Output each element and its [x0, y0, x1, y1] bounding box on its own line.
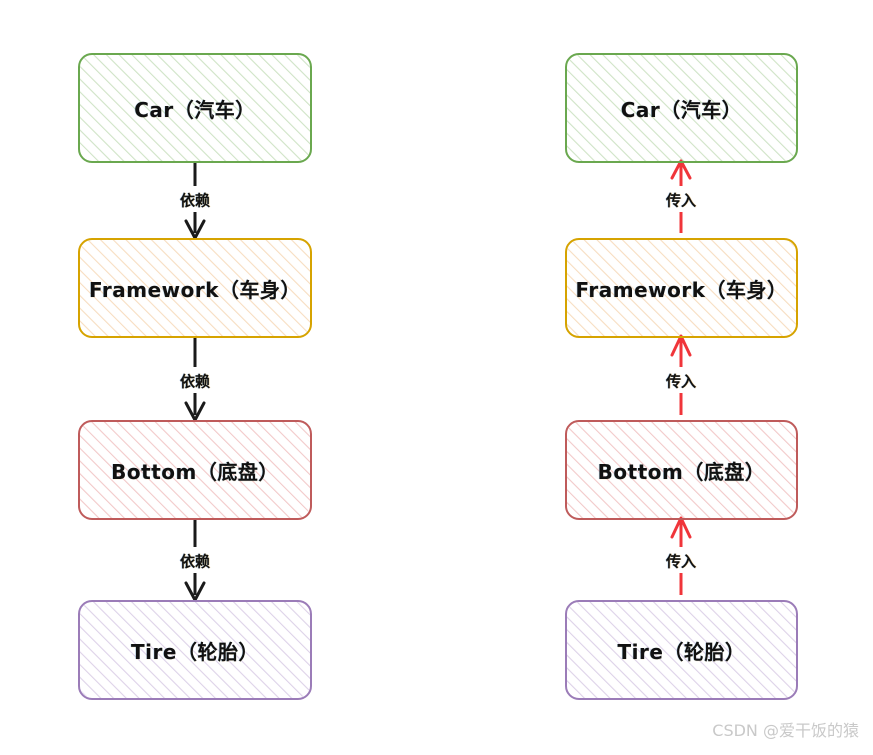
node-label: Car（汽车）: [134, 97, 256, 122]
edge-label-dependency-1: 依赖: [176, 188, 214, 212]
node-label: Tire（轮胎）: [617, 639, 746, 664]
node-tire-dependency[interactable]: Tire（轮胎）: [78, 600, 312, 700]
node-label: Bottom（底盘）: [597, 459, 766, 484]
csdn-watermark: CSDN @爱干饭的猿: [712, 721, 859, 740]
node-bottom-dependency[interactable]: Bottom（底盘）: [78, 420, 312, 520]
node-label: Car（汽车）: [620, 97, 743, 122]
edge-label-injection-2: 传入: [662, 369, 700, 393]
node-bottom-injection[interactable]: Bottom（底盘）: [565, 420, 798, 520]
node-label: Tire（轮胎）: [131, 639, 259, 664]
node-label: Framework（车身）: [88, 277, 302, 302]
edge-label-dependency-3: 依赖: [176, 549, 214, 573]
node-car-dependency[interactable]: Car（汽车）: [78, 53, 312, 163]
edge-label-dependency-2: 依赖: [176, 369, 214, 393]
node-framework-dependency[interactable]: Framework（车身）: [78, 238, 312, 338]
node-car-injection[interactable]: Car（汽车）: [565, 53, 798, 163]
node-framework-injection[interactable]: Framework（车身）: [565, 238, 798, 338]
node-label: Bottom（底盘）: [111, 459, 279, 484]
node-label: Framework（车身）: [575, 277, 788, 302]
hatch-fill-layer-right: [567, 55, 796, 698]
edge-label-injection-3: 传入: [662, 549, 700, 573]
hatch-fill-layer-left: [80, 55, 310, 698]
edge-label-injection-1: 传入: [662, 188, 700, 212]
node-tire-injection[interactable]: Tire（轮胎）: [565, 600, 798, 700]
